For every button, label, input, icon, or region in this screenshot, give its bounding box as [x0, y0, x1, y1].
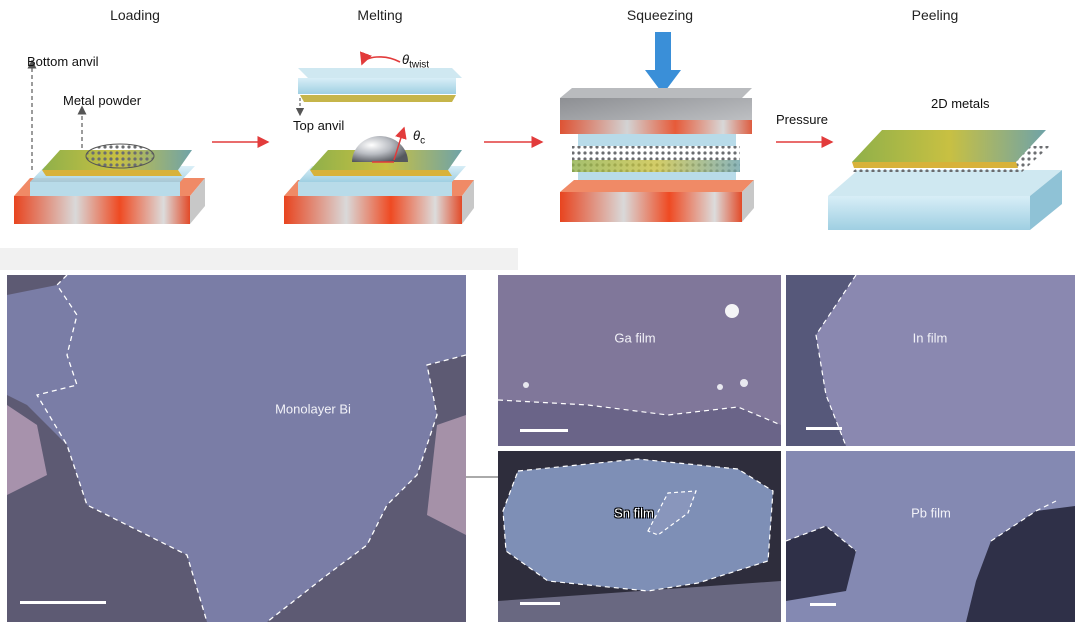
peeling-stage	[828, 130, 1062, 230]
c-subscript: c	[420, 135, 426, 147]
melting-stage	[284, 51, 474, 224]
panel-pb-film: Pb film	[786, 451, 1075, 622]
squeezing-stage	[560, 32, 754, 222]
theta-symbol: θ	[402, 52, 410, 67]
panel-in-film: In film	[786, 275, 1075, 446]
panel-monolayer-bi: Monolayer Bi	[7, 275, 466, 622]
pb-micrograph	[786, 451, 1075, 622]
label-pressure: Pressure	[776, 112, 829, 127]
panel-connector	[466, 476, 498, 478]
ga-micrograph	[498, 275, 781, 446]
label-top-anvil: Top anvil	[293, 118, 345, 133]
theta-c-symbol: θ	[413, 128, 421, 143]
label-metal-powder: Metal powder	[63, 93, 142, 108]
label-sn-film: Sn film	[614, 505, 654, 521]
step-title-peeling: Peeling	[911, 7, 959, 23]
label-monolayer-bi: Monolayer Bi	[275, 401, 351, 417]
label-theta-c: θc	[413, 128, 425, 147]
twist-subscript: twist	[409, 59, 430, 71]
sn-micrograph	[498, 451, 781, 622]
label-pb-film: Pb film	[911, 505, 951, 521]
step-title-melting: Melting	[357, 7, 403, 23]
label-in-film: In film	[912, 330, 948, 346]
bi-micrograph	[7, 275, 466, 622]
panel-ga-film: Ga film	[498, 275, 781, 446]
panel-sn-film: Sn film	[498, 451, 781, 622]
separator-strip	[0, 248, 518, 270]
process-schematic	[14, 32, 1062, 230]
label-ga-film: Ga film	[614, 330, 656, 346]
label-2d-metals: 2D metals	[931, 96, 990, 111]
step-title-loading: Loading	[110, 7, 160, 23]
label-bottom-anvil: Bottom anvil	[27, 54, 99, 69]
label-theta-twist: θtwist	[402, 52, 429, 71]
in-micrograph	[786, 275, 1075, 446]
loading-stage	[14, 59, 205, 224]
step-title-squeezing: Squeezing	[626, 7, 694, 23]
